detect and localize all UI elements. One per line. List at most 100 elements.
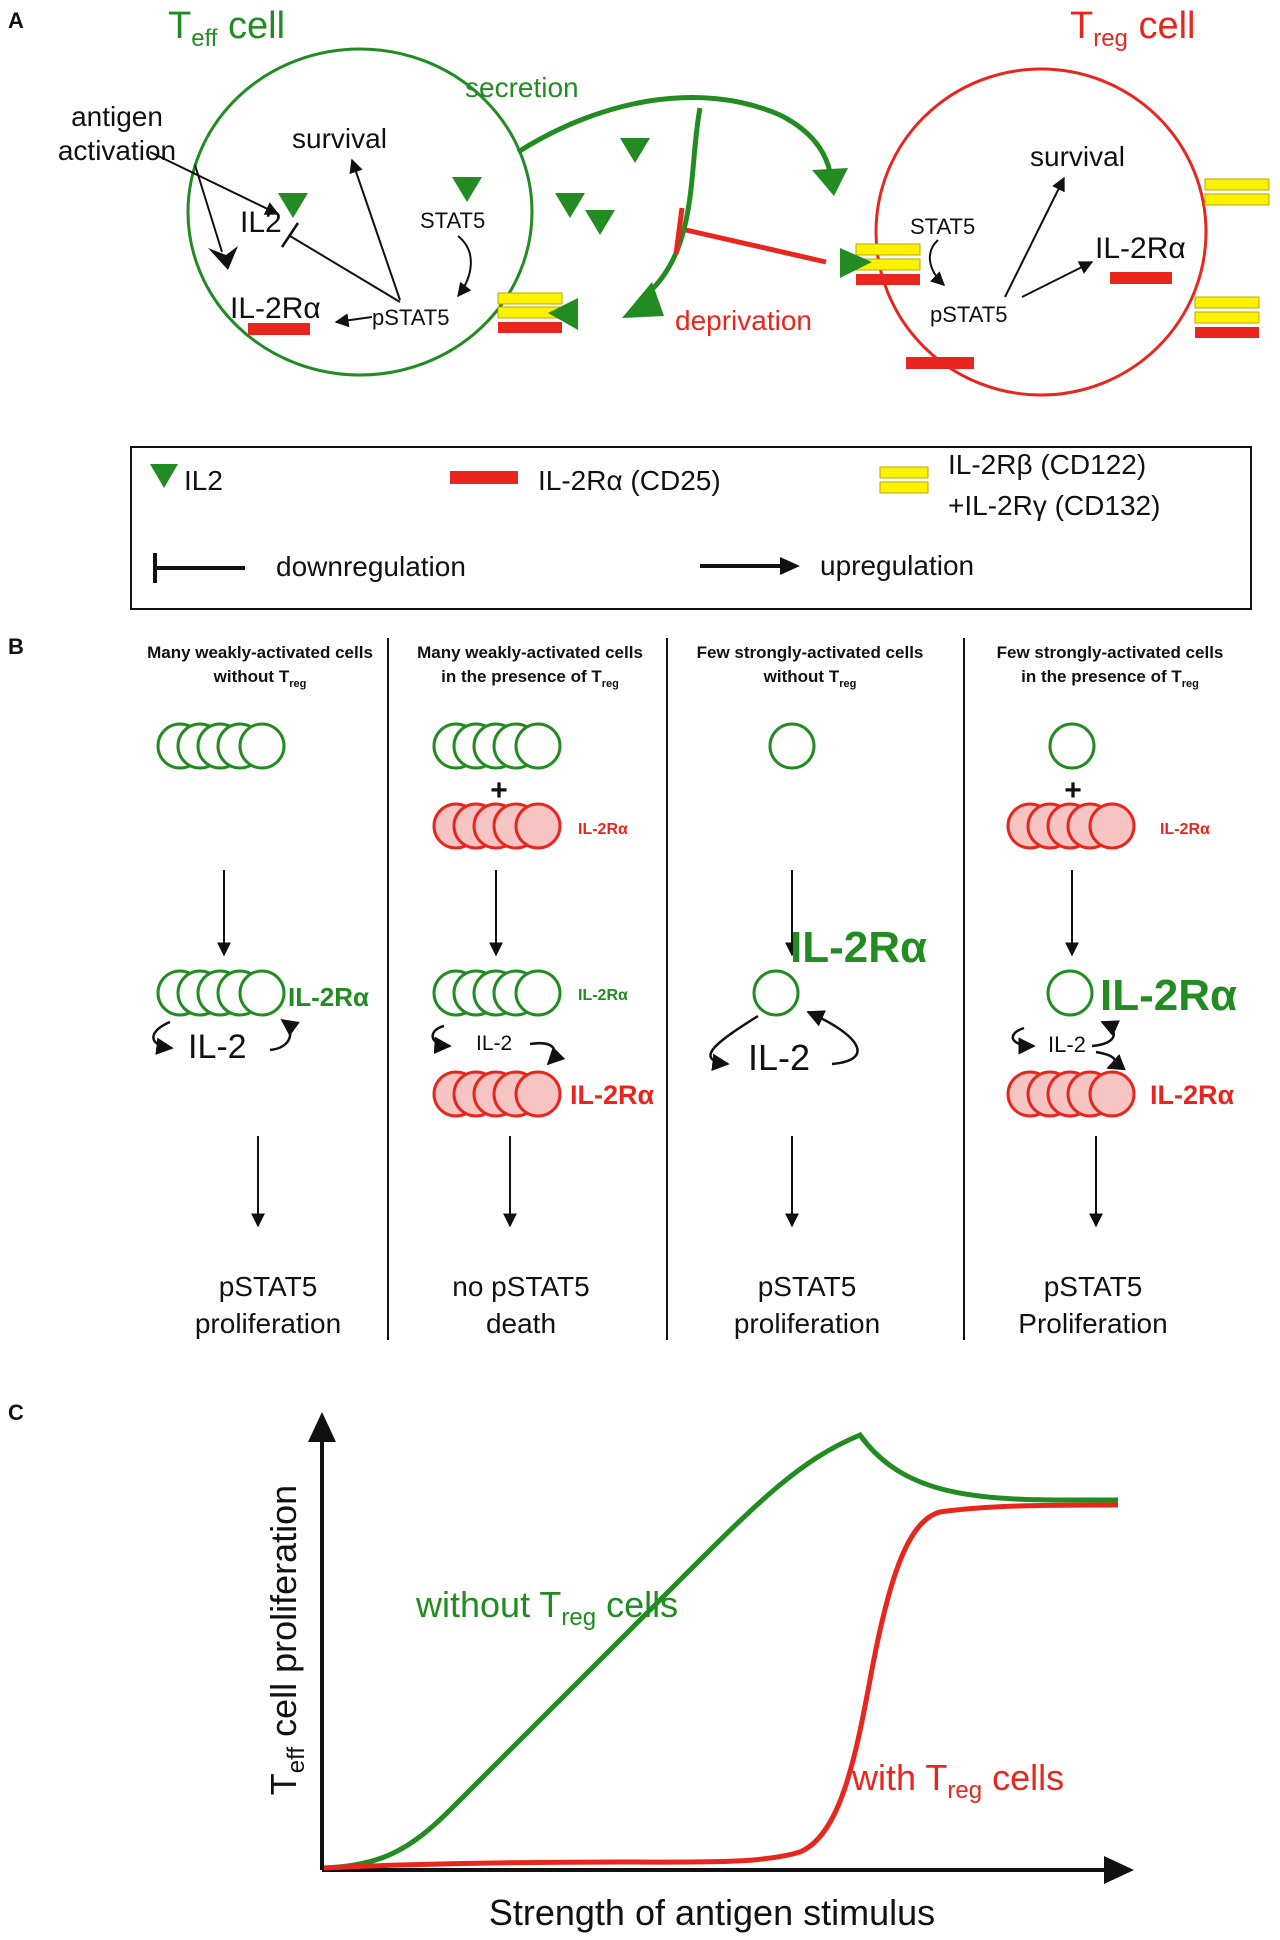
treg-stat5: STAT5 <box>910 214 975 239</box>
teff-cell-single <box>768 722 816 770</box>
outcome-line2: proliferation <box>734 1308 880 1339</box>
secreted-il2-icon <box>620 138 650 163</box>
y-axis-arrowhead <box>308 1412 336 1442</box>
teff-cell <box>186 47 534 377</box>
teff-cell-stack <box>156 969 286 1017</box>
panel-a-letter: A <box>8 8 24 33</box>
svg-text:Many weakly-activated cells: Many weakly-activated cells <box>417 643 643 662</box>
curve-with-treg <box>323 1502 1119 1871</box>
treg-il2ra: IL-2Rα <box>1095 232 1186 265</box>
legend-downregulation-label: downregulation <box>276 551 466 582</box>
svg-text:Many weakly-activated cells: Many weakly-activated cells <box>147 643 373 662</box>
pstat5-to-il2ra-arrow <box>334 313 373 328</box>
legend-upregulation-label: upregulation <box>820 550 974 581</box>
svg-text:Few strongly-activated cells: Few strongly-activated cells <box>697 643 924 662</box>
svg-text:in the presence of Treg: in the presence of Treg <box>441 667 619 690</box>
autocrine-return-arrowhead <box>622 282 664 318</box>
pstat5-to-survival-arrow <box>349 158 401 301</box>
svg-text:without Treg: without Treg <box>763 667 857 690</box>
column-header: Few strongly-activated cells in the pres… <box>997 643 1224 690</box>
autocrine-loop-arrow <box>709 1014 759 1072</box>
il2-label: IL-2 <box>1048 1032 1086 1057</box>
legend-gamma-label: +IL-2Rγ (CD132) <box>948 490 1160 521</box>
stat5-to-pstat5-arrow <box>457 235 472 298</box>
svg-text:without Treg: without Treg <box>213 667 307 690</box>
treg-il2ra-label: IL-2Rα <box>570 1080 655 1110</box>
treg-stat5-to-pstat5-arrow <box>928 239 946 286</box>
outcome-line1: pSTAT5 <box>1044 1271 1143 1302</box>
treg-il2ra-label: IL-2Rα <box>1150 1080 1235 1110</box>
teff-cell-stack <box>432 969 562 1017</box>
treg-cell-stack <box>432 1070 562 1118</box>
il2-label: IL-2 <box>188 1028 247 1066</box>
antigen-to-il2ra-arrowhead <box>208 246 238 270</box>
legend-box <box>130 446 1252 610</box>
panel-b-letter: B <box>8 634 24 659</box>
il2ra-label: IL-2Rα <box>1100 971 1237 1020</box>
plus-sign: + <box>490 774 508 807</box>
column-header: Many weakly-activated cells in the prese… <box>417 643 643 690</box>
pstat5-to-il2-inhibit <box>289 235 401 303</box>
autocrine-loop-arrow <box>269 1018 300 1052</box>
outcome-line2: death <box>486 1308 556 1339</box>
label-with-treg: with Treg cells <box>851 1757 1064 1804</box>
legend-il2-label: IL2 <box>184 465 223 496</box>
autocrine-loop-arrow <box>431 1024 452 1055</box>
treg-receptor-top-beta <box>1204 178 1270 191</box>
plus-sign: + <box>1064 774 1082 807</box>
teff-il2-icon <box>278 193 308 218</box>
treg-cell-stack <box>1006 802 1136 850</box>
treg-receptor-top-gamma <box>1204 193 1270 206</box>
svg-text:Few strongly-activated cells: Few strongly-activated cells <box>997 643 1224 662</box>
treg-cell-stack <box>432 802 562 850</box>
secretion-to-treg-arrow <box>516 94 833 173</box>
treg-receptor-right-beta <box>1194 296 1260 309</box>
paracrine-arrow <box>1095 1050 1126 1071</box>
legend-upregulation-arrowhead <box>780 557 800 575</box>
outcome-line1: no pSTAT5 <box>452 1271 589 1302</box>
il2-label: IL-2 <box>748 1037 810 1078</box>
treg-il2ra-label: IL-2Rα <box>578 821 628 838</box>
treg-receptor-right-gamma <box>1194 311 1260 324</box>
curve-without-treg <box>323 1431 1119 1871</box>
treg-receptor-beta <box>855 243 921 256</box>
paracrine-arrow <box>529 1041 566 1066</box>
legend-beta-label: IL-2Rβ (CD122) <box>948 449 1146 480</box>
teff-cell-single <box>752 969 800 1017</box>
autocrine-loop-arrow <box>152 1020 174 1055</box>
x-axis-arrowhead <box>1104 1856 1134 1884</box>
outcome-line1: pSTAT5 <box>758 1271 857 1302</box>
column-header: Few strongly-activated cells without Tre… <box>697 643 924 690</box>
teff-pstat5: pSTAT5 <box>372 305 449 330</box>
treg-il2ra-bar <box>1110 272 1172 284</box>
treg-il2ra-label: IL-2Rα <box>1160 821 1210 838</box>
deprivation-label: deprivation <box>675 305 812 336</box>
antigen-to-il2-arrow <box>149 151 280 215</box>
teff-cell-stack <box>156 722 286 770</box>
teff-cell-stack <box>432 722 562 770</box>
teff-il2ra: IL-2Rα <box>230 292 321 325</box>
treg-receptor-right-il2ra <box>1195 327 1259 338</box>
il2ra-label: IL-2Rα <box>790 923 927 972</box>
il2-label: IL-2 <box>476 1032 512 1055</box>
legend-receptor-icon-gamma <box>879 481 929 494</box>
teff-title: Teff cell <box>168 5 285 52</box>
treg-membrane-il2ra <box>906 357 974 369</box>
autocrine-loop-arrow <box>806 1010 859 1066</box>
legend-il2ra-label: IL-2Rα (CD25) <box>538 465 721 496</box>
treg-title: Treg cell <box>1070 5 1195 52</box>
treg-cell-stack <box>1006 1070 1136 1118</box>
outcome-line2: proliferation <box>195 1308 341 1339</box>
teff-il2ra-bar <box>248 323 310 335</box>
antigen-to-il2ra-line <box>194 164 223 253</box>
paracrine-arrow <box>1091 1020 1120 1048</box>
treg-bound-il2-icon <box>840 248 872 278</box>
deprivation-inhibit-bar <box>673 207 685 255</box>
teff-receptor-beta <box>497 292 563 305</box>
teff-cell-single <box>1046 969 1094 1017</box>
y-axis-label: Teff cell proliferation <box>263 1485 310 1795</box>
secreted-il2-icon <box>555 193 585 218</box>
legend-il2-icon <box>150 464 178 488</box>
